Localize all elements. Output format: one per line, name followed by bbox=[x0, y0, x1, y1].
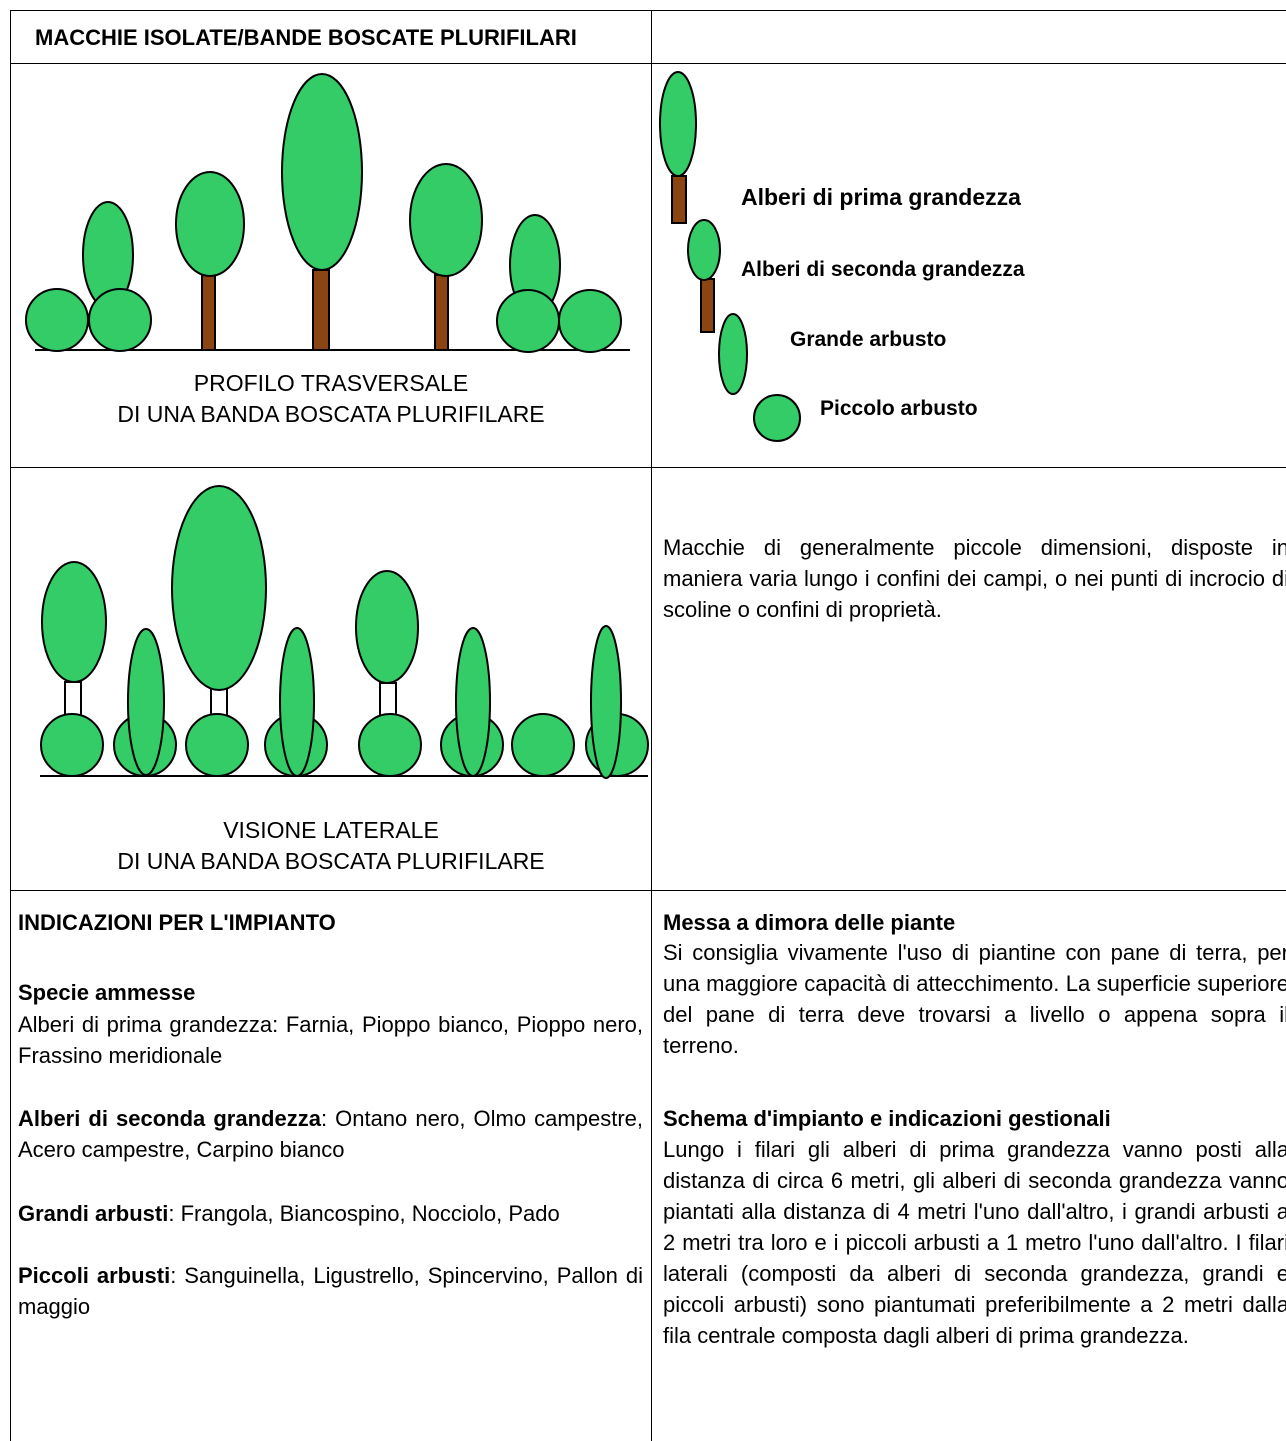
lateral-drawing bbox=[40, 486, 648, 778]
species-large-shrubs-label: Grandi arbusti bbox=[18, 1201, 168, 1226]
small-shrub-icon bbox=[26, 289, 88, 351]
small-shrub-icon bbox=[512, 714, 574, 776]
small-shrub-icon bbox=[497, 290, 559, 352]
legend-drawing bbox=[660, 72, 800, 441]
small-shrub-icon bbox=[41, 714, 103, 776]
medium-tree-icon bbox=[410, 164, 482, 276]
profile-caption: PROFILO TRASVERSALE DI UNA BANDA BOSCATA… bbox=[11, 368, 651, 430]
large-shrub-icon bbox=[591, 626, 621, 778]
tall-tree-icon bbox=[172, 486, 266, 690]
medium-tree-icon bbox=[42, 562, 106, 682]
large-shrub-icon bbox=[719, 314, 747, 394]
trunk bbox=[202, 275, 215, 350]
schema-text: Lungo i filari gli alberi di prima grand… bbox=[663, 1134, 1286, 1351]
species-small-shrubs-label: Piccoli arbusti bbox=[18, 1263, 170, 1288]
species-large-shrubs-text: : Frangola, Biancospino, Nocciolo, Pado bbox=[168, 1201, 559, 1226]
lateral-caption-line2: DI UNA BANDA BOSCATA PLURIFILARE bbox=[11, 846, 651, 877]
small-shrub-icon bbox=[359, 714, 421, 776]
dimora-heading: Messa a dimora delle piante bbox=[663, 907, 955, 938]
tall-tree-icon bbox=[660, 72, 696, 176]
planting-heading: INDICAZIONI PER L'IMPIANTO bbox=[18, 907, 336, 938]
lateral-caption: VISIONE LATERALE DI UNA BANDA BOSCATA PL… bbox=[11, 815, 651, 877]
trunk bbox=[672, 176, 686, 223]
medium-tree-icon bbox=[356, 571, 418, 683]
profile-caption-line1: PROFILO TRASVERSALE bbox=[11, 368, 651, 399]
species-second-size: Alberi di seconda grandezza: Ontano nero… bbox=[18, 1103, 643, 1165]
large-shrub-icon bbox=[280, 628, 314, 776]
small-shrub-icon bbox=[186, 714, 248, 776]
tall-tree-icon bbox=[282, 74, 362, 270]
medium-tree-icon bbox=[176, 172, 244, 276]
trunk bbox=[313, 270, 329, 350]
species-second-size-label: Alberi di seconda grandezza bbox=[18, 1106, 321, 1131]
species-small-shrubs: Piccoli arbusti: Sanguinella, Ligustrell… bbox=[18, 1260, 643, 1322]
lateral-description: Macchie di generalmente piccole dimensio… bbox=[663, 532, 1286, 625]
small-shrub-icon bbox=[559, 290, 621, 352]
species-large-shrubs: Grandi arbusti: Frangola, Biancospino, N… bbox=[18, 1198, 643, 1229]
lateral-caption-line1: VISIONE LATERALE bbox=[11, 815, 651, 846]
profile-caption-line2: DI UNA BANDA BOSCATA PLURIFILARE bbox=[11, 399, 651, 430]
species-first-size-text: Alberi di prima grandezza: Farnia, Piopp… bbox=[18, 1012, 643, 1068]
legend-label-second-size: Alberi di seconda grandezza bbox=[741, 258, 1025, 282]
legend-label-large-shrub: Grande arbusto bbox=[790, 328, 946, 352]
small-shrub-icon bbox=[89, 289, 151, 351]
small-shrub-icon bbox=[754, 395, 800, 441]
species-heading: Specie ammesse bbox=[18, 977, 195, 1008]
trunk bbox=[701, 279, 714, 332]
large-shrub-icon bbox=[456, 628, 490, 776]
trunk bbox=[435, 275, 448, 350]
legend-label-first-size: Alberi di prima grandezza bbox=[741, 184, 1021, 211]
large-shrub-icon bbox=[128, 629, 164, 775]
profile-drawing bbox=[26, 74, 630, 352]
medium-tree-icon bbox=[688, 220, 720, 280]
schema-heading: Schema d'impianto e indicazioni gestiona… bbox=[663, 1103, 1111, 1134]
species-first-size: Alberi di prima grandezza: Farnia, Piopp… bbox=[18, 1009, 643, 1071]
legend-label-small-shrub: Piccolo arbusto bbox=[820, 397, 978, 421]
dimora-text: Si consiglia vivamente l'uso di piantine… bbox=[663, 937, 1286, 1061]
